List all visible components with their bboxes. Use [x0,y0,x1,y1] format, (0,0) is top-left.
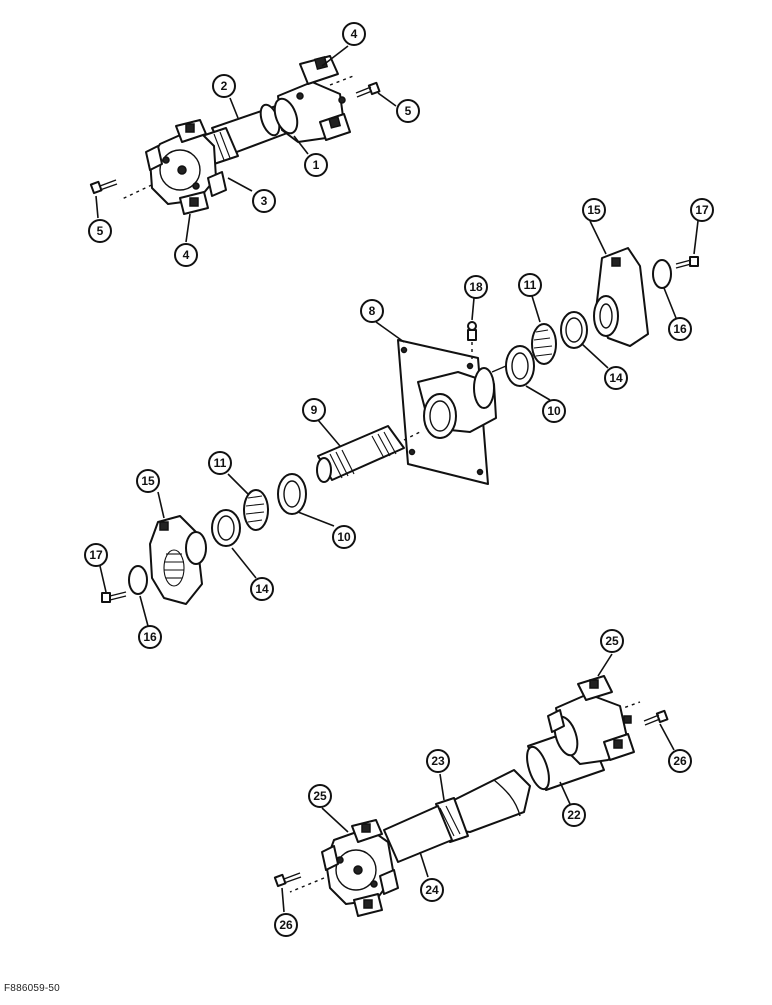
callout-4-top: 4 [342,22,366,46]
svg-text:16: 16 [673,322,687,336]
callout-11-left: 11 [208,451,232,475]
bearing-bore [423,393,457,439]
svg-text:15: 15 [587,203,601,217]
callout-8: 8 [360,299,384,323]
svg-text:22: 22 [567,808,581,822]
housing-rear-hub [473,367,495,409]
left-cross-bearing-side [145,145,163,171]
svg-text:8: 8 [369,304,376,318]
svg-text:2: 2 [221,79,228,93]
callout-23: 23 [426,749,450,773]
svg-text:26: 26 [279,918,293,932]
svg-text:11: 11 [524,278,537,292]
callout-3: 3 [252,189,276,213]
svg-text:25: 25 [313,789,327,803]
lower-bolt-left [273,872,302,888]
callout-11-right: 11 [518,273,542,297]
grease-fitting [467,321,477,360]
left-bearing-cup [277,473,307,515]
bolt-right [355,81,381,98]
svg-text:3: 3 [261,194,268,208]
left-yoke-bolt [101,591,127,603]
callout-16-right: 16 [668,317,692,341]
svg-text:23: 23 [431,754,445,768]
callout-22: 22 [562,803,586,827]
leader-lines [95,45,699,913]
right-companion-yoke [593,247,649,347]
upper-driveshaft-assembly [89,55,381,215]
pinion-shaft [316,425,421,483]
callout-5-right: 5 [396,99,420,123]
svg-text:18: 18 [469,280,483,294]
callout-14-right: 14 [604,366,628,390]
callout-16-left: 16 [138,625,162,649]
svg-text:25: 25 [605,634,619,648]
left-cross-bearing-side-2 [207,171,227,197]
callout-24: 24 [420,878,444,902]
left-washer [128,565,148,595]
lower-bolt-right [643,709,669,726]
callout-26-right: 26 [668,749,692,773]
svg-text:15: 15 [141,474,155,488]
callout-1: 1 [304,153,328,177]
callout-17-right: 17 [690,198,714,222]
right-washer [652,259,672,289]
callout-15-right: 15 [582,198,606,222]
lower-slip-sleeve [383,805,453,863]
callout-4-bottom: 4 [174,243,198,267]
lower-driveshaft-assembly [273,675,669,917]
svg-text:4: 4 [183,248,190,262]
callout-26-left: 26 [274,913,298,937]
left-oil-seal [211,509,241,547]
left-bearing-cone [243,489,269,531]
svg-text:14: 14 [255,582,269,596]
callout-2: 2 [212,74,236,98]
callout-18: 18 [464,275,488,299]
svg-text:26: 26 [673,754,687,768]
callout-25-bottom: 25 [308,784,332,808]
right-bearing-cone [531,323,557,365]
left-flange-face [159,149,201,191]
right-yoke-neck [273,97,299,135]
svg-text:24: 24 [425,883,439,897]
callout-15-left: 15 [136,469,160,493]
upper-centerline-right [329,74,357,86]
callout-5-left: 5 [88,219,112,243]
svg-text:9: 9 [311,403,318,417]
svg-text:4: 4 [351,27,358,41]
svg-text:14: 14 [609,371,623,385]
bolt-left [89,179,118,195]
callout-10-left: 10 [332,525,356,549]
left-companion-yoke [149,515,207,605]
callout-17-left: 17 [84,543,108,567]
right-bearing-cup [491,345,535,387]
right-oil-seal [560,311,588,349]
bearing-housing-assembly [101,247,699,605]
figure-identifier: F886059-50 [4,983,60,994]
callout-10-right: 10 [542,399,566,423]
callout-25-top: 25 [600,629,624,653]
svg-text:16: 16 [143,630,157,644]
svg-text:5: 5 [97,224,104,238]
callout-9: 9 [302,398,326,422]
svg-text:17: 17 [89,548,103,562]
callout-14-left: 14 [250,577,274,601]
right-yoke-bolt [675,256,699,269]
svg-text:5: 5 [405,104,412,118]
svg-text:10: 10 [337,530,351,544]
svg-text:11: 11 [214,456,227,470]
svg-text:17: 17 [695,203,709,217]
svg-text:1: 1 [313,158,320,172]
svg-text:10: 10 [547,404,561,418]
